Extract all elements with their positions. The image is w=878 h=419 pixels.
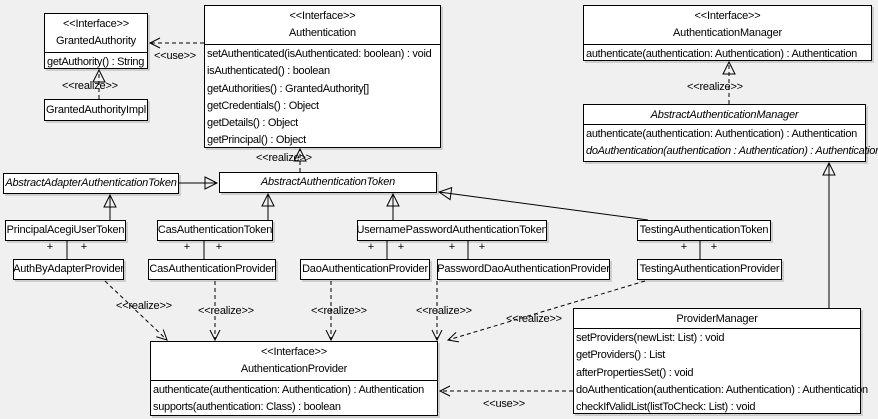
realize-label: <<realize>> bbox=[687, 81, 743, 93]
class-dao-authentication-provider[interactable]: DaoAuthenticationProvider bbox=[300, 259, 430, 280]
method-entry: authenticate(authentication: Authenticat… bbox=[586, 48, 857, 60]
method-entry: isAuthenticated() : boolean bbox=[207, 65, 330, 78]
method-entry: getDetails() : Object bbox=[207, 117, 298, 130]
class-name: Authentication bbox=[289, 27, 356, 39]
class-username-password-authentication-token[interactable]: UsernamePasswordAuthenticationToken bbox=[356, 220, 548, 241]
class-name: AbstractAdapterAuthenticationToken bbox=[5, 177, 177, 189]
association-end-plus: + bbox=[367, 241, 375, 253]
method-entry: getAuthority() : String bbox=[47, 56, 145, 68]
class-name: DaoAuthenticationProvider bbox=[302, 263, 428, 275]
class-password-dao-authentication-provider[interactable]: PasswordDaoAuthenticationProvider bbox=[437, 259, 610, 280]
class-principal-acegi-user-token[interactable]: PrincipalAcegiUserToken bbox=[5, 220, 126, 241]
class-abstract-authentication-manager[interactable]: AbstractAuthenticationManager authentica… bbox=[583, 104, 878, 162]
method-entry: afterPropertiesSet() : void bbox=[576, 366, 694, 379]
class-name: PrincipalAcegiUserToken bbox=[6, 224, 125, 236]
class-testing-authentication-provider[interactable]: TestingAuthenticationProvider bbox=[637, 259, 782, 280]
class-name: AuthenticationManager bbox=[673, 27, 782, 39]
use-label: <<use>> bbox=[154, 50, 197, 62]
association-end-plus: + bbox=[680, 241, 688, 253]
method-entry: getCredentials() : Object bbox=[207, 99, 319, 112]
stereotype-label: <<Interface>> bbox=[289, 10, 356, 22]
class-auth-by-adapter-provider[interactable]: AuthByAdapterProvider bbox=[13, 259, 124, 280]
class-name: TestingAuthenticationToken bbox=[639, 224, 769, 236]
association-end-plus: + bbox=[80, 241, 88, 253]
stereotype-label: <<Interface>> bbox=[694, 10, 761, 22]
method-entry: doAuthentication(authentication : Authen… bbox=[586, 145, 878, 158]
class-authentication-manager[interactable]: <<Interface>> AuthenticationManager auth… bbox=[583, 5, 872, 61]
realize-label: <<realize>> bbox=[116, 300, 172, 312]
class-authentication-provider[interactable]: <<Interface>> AuthenticationProvider aut… bbox=[150, 341, 438, 416]
method-entry: supports(authentication: Class) : boolea… bbox=[153, 401, 341, 414]
class-provider-manager[interactable]: ProviderManager setProviders(newList: Li… bbox=[573, 308, 868, 414]
association-end-plus: + bbox=[46, 241, 54, 253]
realize-label: <<realize>> bbox=[256, 152, 312, 164]
association-end-plus: + bbox=[478, 241, 486, 253]
class-name: CasAuthenticationProvider bbox=[149, 263, 275, 275]
class-abstract-authentication-token[interactable]: AbstractAuthenticationToken bbox=[219, 172, 437, 193]
class-name: GrantedAuthority bbox=[56, 35, 136, 47]
association-end-plus: + bbox=[710, 241, 718, 253]
class-cas-authentication-provider[interactable]: CasAuthenticationProvider bbox=[148, 259, 276, 280]
class-name: ProviderManager bbox=[676, 313, 758, 325]
method-entry: setAuthenticated(isAuthenticated: boolea… bbox=[207, 48, 432, 60]
class-authentication[interactable]: <<Interface>> Authentication setAuthenti… bbox=[204, 5, 441, 148]
class-name: GrantedAuthorityImpl bbox=[46, 103, 146, 116]
realize-label: <<realize>> bbox=[62, 80, 118, 92]
realize-label: <<realize>> bbox=[311, 305, 367, 317]
association-end-plus: + bbox=[183, 241, 191, 253]
generalization-testing-authentication-token bbox=[437, 186, 649, 221]
method-entry: doAuthentication(authentication: Authent… bbox=[576, 383, 868, 396]
use-label: <<use>> bbox=[483, 398, 526, 410]
class-name: TestingAuthenticationProvider bbox=[639, 263, 780, 275]
class-name: AuthenticationProvider bbox=[240, 363, 348, 375]
class-name: UsernamePasswordAuthenticationToken bbox=[356, 224, 548, 236]
method-entry: getPrincipal() : Object bbox=[207, 134, 306, 147]
stereotype-label: <<Interface>> bbox=[261, 346, 327, 358]
realize-label: <<realize>> bbox=[506, 313, 562, 325]
class-name: AbstractAuthenticationManager bbox=[650, 109, 799, 121]
association-end-plus: + bbox=[215, 241, 223, 253]
method-entry: checkIfValidList(listToCheck: List) : vo… bbox=[576, 401, 756, 414]
class-granted-authority[interactable]: <<Interface>> GrantedAuthority getAuthor… bbox=[44, 13, 148, 69]
class-name: AuthByAdapterProvider bbox=[13, 263, 124, 275]
class-abstract-adapter-authentication-token[interactable]: AbstractAdapterAuthenticationToken bbox=[3, 173, 179, 194]
method-entry: setProviders(newList: List) : void bbox=[576, 332, 725, 344]
realize-label: <<realize>> bbox=[198, 305, 254, 317]
realize-label: <<realize>> bbox=[416, 305, 472, 317]
method-entry: getProviders() : List bbox=[576, 349, 666, 362]
class-name: PasswordDaoAuthenticationProvider bbox=[437, 263, 610, 275]
class-testing-authentication-token[interactable]: TestingAuthenticationToken bbox=[637, 220, 771, 241]
method-entry: authenticate(authentication: Authenticat… bbox=[586, 128, 857, 140]
class-cas-authentication-token[interactable]: CasAuthenticationToken bbox=[157, 220, 273, 241]
stereotype-label: <<Interface>> bbox=[63, 18, 129, 30]
association-end-plus: + bbox=[448, 241, 456, 253]
association-end-plus: + bbox=[397, 241, 405, 253]
class-name: AbstractAuthenticationToken bbox=[260, 176, 396, 188]
method-entry: authenticate(authentication: Authenticat… bbox=[153, 384, 424, 396]
class-name: CasAuthenticationToken bbox=[157, 224, 273, 236]
method-entry: getAuthorities() : GrantedAuthority[] bbox=[207, 82, 369, 95]
class-granted-authority-impl[interactable]: GrantedAuthorityImpl bbox=[44, 99, 148, 121]
